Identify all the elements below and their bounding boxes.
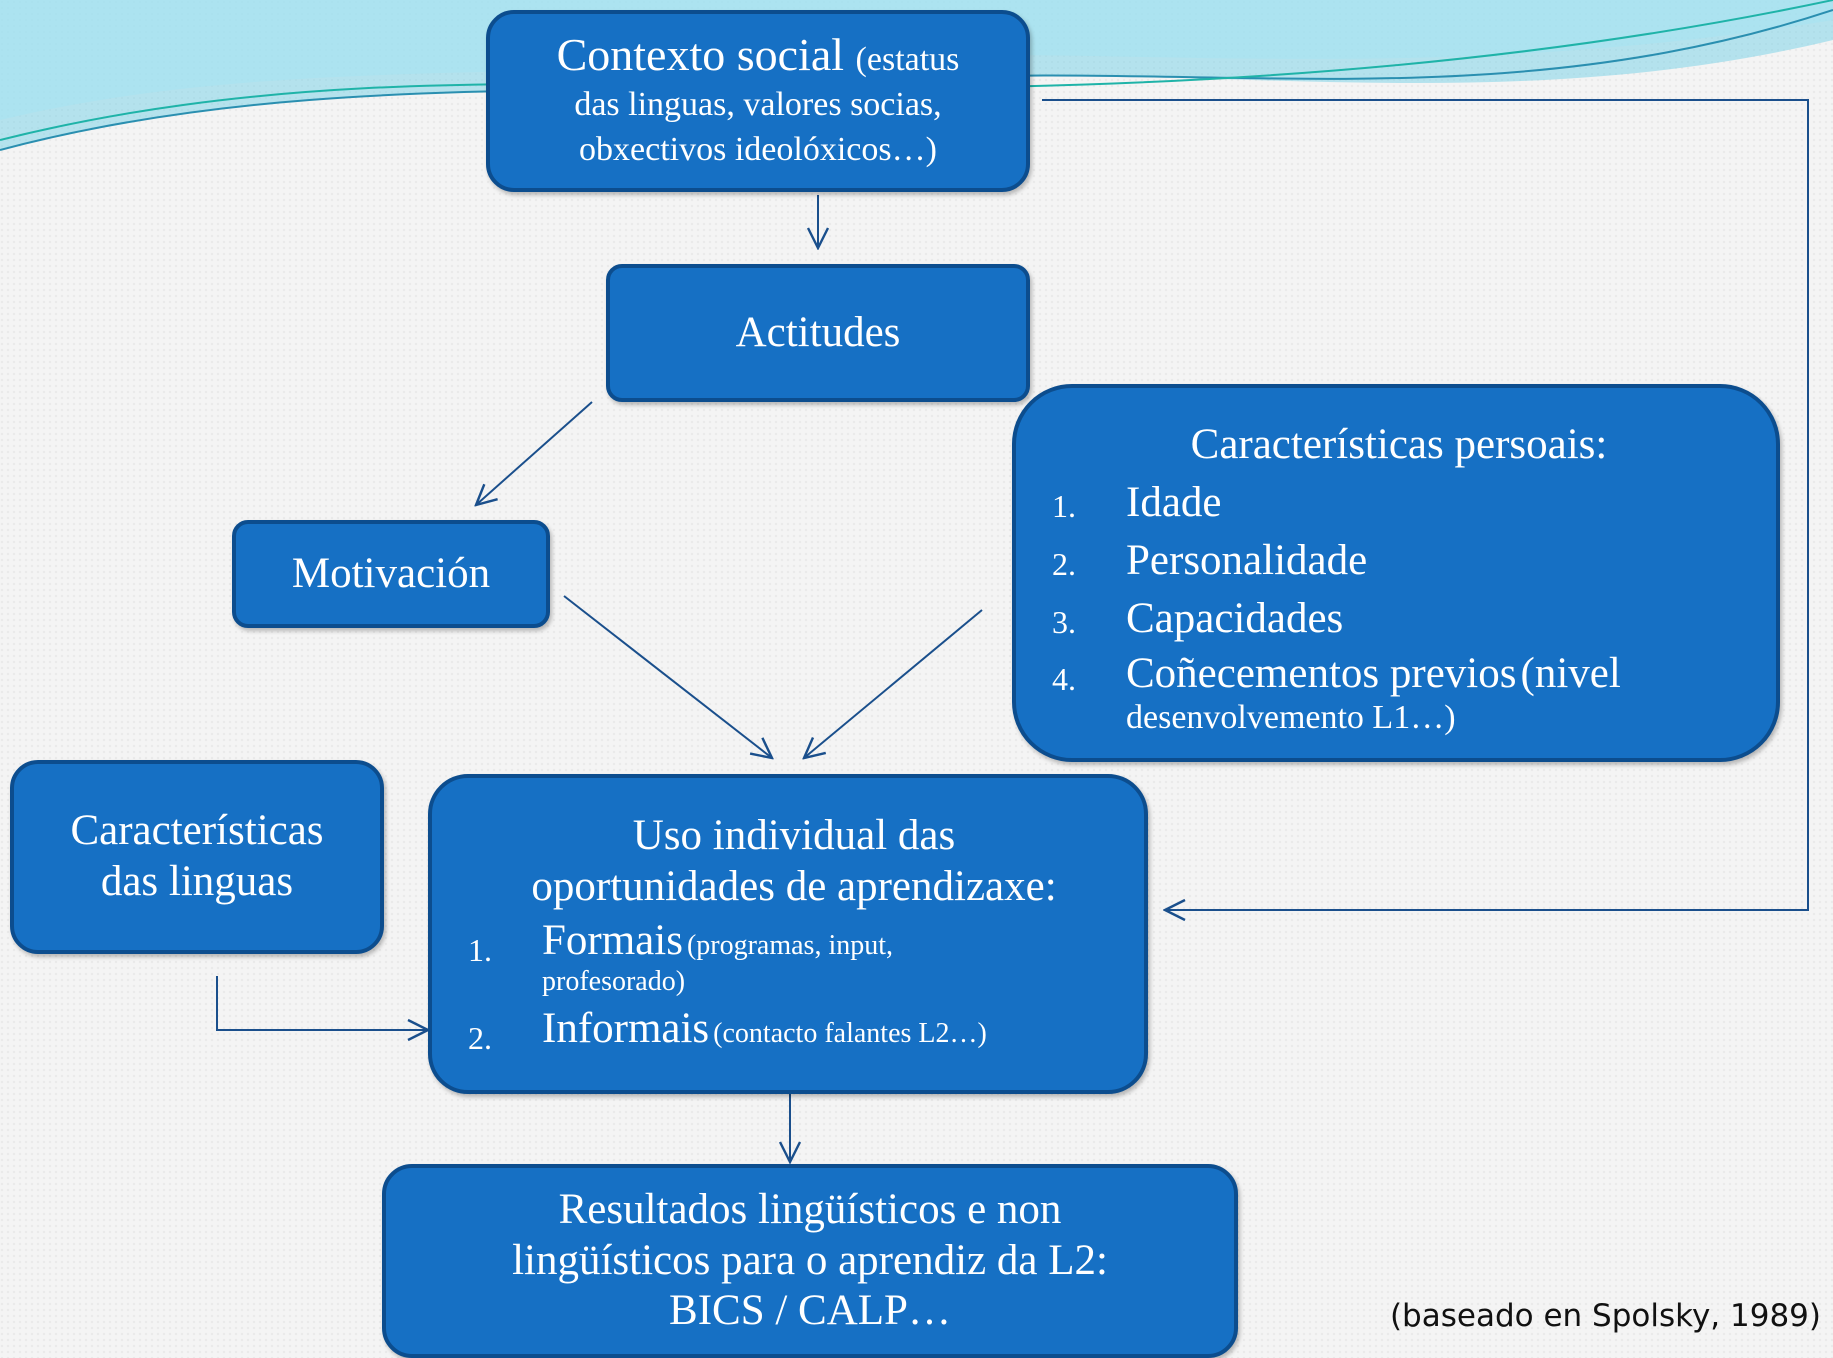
item-text: Idade bbox=[1126, 479, 1222, 527]
persoais-list: 1. Idade 2. Personalidade 3. Capacidades… bbox=[1052, 475, 1746, 738]
persoais-title: Características persoais: bbox=[1190, 421, 1608, 468]
persoais-item: 1. Idade bbox=[1052, 475, 1746, 533]
node-resultados: Resultados lingüísticos e non lingüístic… bbox=[382, 1164, 1238, 1358]
item-text: Informais bbox=[542, 1005, 710, 1052]
persoais-item: 2. Personalidade bbox=[1052, 533, 1746, 591]
item-text: Capacidades bbox=[1126, 595, 1344, 643]
item-number: 3. bbox=[1052, 604, 1076, 641]
item-detail: (contacto falantes L2…) bbox=[713, 1018, 987, 1049]
node-actitudes: Actitudes bbox=[606, 264, 1030, 402]
linguas-line-2: das linguas bbox=[100, 858, 294, 905]
uso-line-2: oportunidades de aprendizaxe: bbox=[531, 862, 1057, 910]
item-detail-2: profesorado) bbox=[542, 966, 686, 998]
node-motivacion: Motivación bbox=[232, 520, 550, 628]
item-text: Personalidade bbox=[1126, 537, 1368, 585]
resultados-line-1: Resultados lingüísticos e non bbox=[558, 1185, 1062, 1233]
arrow-actitudes-to-motivacion bbox=[476, 401, 593, 505]
item-number: 4. bbox=[1052, 660, 1076, 697]
item-text: Coñecementos previos bbox=[1126, 649, 1517, 697]
resultados-line-3: BICS / CALP… bbox=[669, 1287, 951, 1335]
linguas-line-1: Características bbox=[70, 807, 324, 855]
resultados-line-2: lingüísticos para o aprendiz da L2: bbox=[512, 1236, 1108, 1284]
arrow-persoais-to-uso bbox=[804, 609, 983, 758]
item-number: 2. bbox=[1052, 546, 1076, 583]
uso-line-1: Uso individual das bbox=[632, 812, 956, 859]
node-uso-individual: Uso individual das oportunidades de apre… bbox=[428, 774, 1148, 1094]
item-number: 1. bbox=[468, 932, 492, 969]
node-caracteristicas-linguas: Características das linguas bbox=[10, 760, 384, 954]
item-detail: (programas, input, bbox=[686, 930, 894, 962]
uso-item: 1. Formais (programas, input, profesorad… bbox=[468, 916, 1120, 998]
uso-item: 2. Informais (contacto falantes L2…) bbox=[468, 1004, 1120, 1057]
node-contexto-social: Contexto social (estatus das linguas, va… bbox=[486, 10, 1030, 192]
contexto-title: Contexto social bbox=[556, 28, 845, 80]
contexto-line-3: obxectivos ideolóxicos…) bbox=[579, 131, 937, 169]
contexto-detail: (estatus bbox=[855, 40, 960, 78]
item-number: 2. bbox=[468, 1020, 492, 1056]
arrow-contexto-feedback-to-uso bbox=[1042, 99, 1809, 910]
uso-list: 1. Formais (programas, input, profesorad… bbox=[468, 916, 1120, 1057]
motivacion-label: Motivación bbox=[291, 549, 491, 597]
item-text: Formais bbox=[542, 917, 683, 965]
item-number: 1. bbox=[1052, 488, 1076, 525]
persoais-item: 4. Coñecementos previos (nivel desenvolv… bbox=[1052, 649, 1746, 738]
actitudes-label: Actitudes bbox=[735, 308, 901, 356]
node-caracteristicas-persoais: Características persoais: 1. Idade 2. Pe… bbox=[1012, 384, 1780, 762]
item-detail-2: desenvolvemento L1…) bbox=[1126, 699, 1456, 737]
contexto-line-2: das linguas, valores socias, bbox=[574, 85, 942, 123]
persoais-item: 3. Capacidades bbox=[1052, 591, 1746, 649]
arrow-linguas-to-uso bbox=[216, 976, 428, 1030]
source-caption: (baseado en Spolsky, 1989) bbox=[1389, 1298, 1821, 1334]
arrow-motivacion-to-uso bbox=[563, 595, 772, 758]
item-detail: (nivel bbox=[1520, 649, 1621, 697]
